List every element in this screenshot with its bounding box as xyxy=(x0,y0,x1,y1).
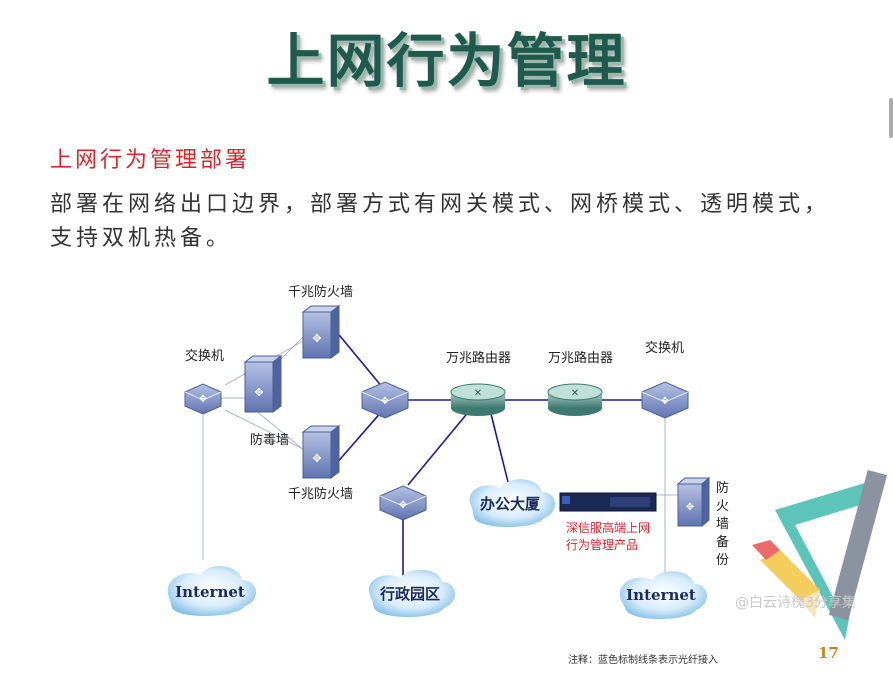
cloud-label-internet-right: Internet xyxy=(626,586,696,604)
label-switch-left: 交换机 xyxy=(185,348,224,364)
antivirus-wall-icon: ✥ xyxy=(243,355,283,413)
description-text: 部署在网络出口边界，部署方式有网关模式、网桥模式、透明模式，支持双机热备。 xyxy=(50,192,831,251)
svg-text:✥: ✥ xyxy=(254,386,263,399)
svg-text:✥: ✥ xyxy=(199,394,207,405)
label-firewall-top: 千兆防火墙 xyxy=(288,284,353,300)
firewall-top-icon: ✥ xyxy=(301,305,341,359)
svg-text:✕: ✕ xyxy=(474,388,482,399)
section-subtitle: 上网行为管理部署 xyxy=(50,148,251,173)
scrollbar-thumb[interactable] xyxy=(889,98,893,138)
svg-text:✕: ✕ xyxy=(571,388,579,399)
cloud-internet-left: Internet xyxy=(167,565,257,617)
label-switch-right: 交换机 xyxy=(645,340,684,356)
diagram-note: 注释：蓝色标制线条表示光纤接入 xyxy=(568,653,718,666)
router-2-icon: ✕ xyxy=(547,383,603,416)
backup-firewall-icon: ✥ xyxy=(676,476,711,528)
svg-text:✥: ✥ xyxy=(661,396,669,407)
label-product-2: 行为管理产品 xyxy=(566,537,638,552)
ruler-pencil-decoration xyxy=(752,469,888,640)
label-firewall-bottom: 千兆防火墙 xyxy=(288,486,353,502)
cloud-label-admin-area: 行政园区 xyxy=(379,585,440,603)
label-antivirus: 防毒墙 xyxy=(250,432,289,448)
svg-text:✥: ✥ xyxy=(399,500,407,511)
cloud-office-building: 办公大厦 xyxy=(469,479,556,527)
label-router-2: 万兆路由器 xyxy=(548,350,613,366)
svg-text:✥: ✥ xyxy=(312,452,321,465)
cloud-internet-right: Internet xyxy=(619,571,708,619)
core-switch-icon: ✥ xyxy=(361,381,409,419)
switch-left-icon: ✥ xyxy=(184,383,222,415)
svg-text:✥: ✥ xyxy=(312,332,321,345)
watermark-text: @白云诗槐3分享集 xyxy=(735,595,856,611)
label-product-1: 深信服高端上网 xyxy=(566,520,650,535)
label-firewall-backup: 防 火 墙 备 份 xyxy=(716,480,733,568)
cloud-admin-area: 行政园区 xyxy=(368,569,456,617)
admin-switch-icon: ✥ xyxy=(379,485,427,521)
fiber-links xyxy=(334,329,642,578)
svg-text:✥: ✥ xyxy=(381,396,389,407)
cloud-label-office-building: 办公大厦 xyxy=(480,495,541,513)
cloud-label-internet-left: Internet xyxy=(175,583,245,601)
svg-text:✥: ✥ xyxy=(686,502,694,513)
firewall-bottom-icon: ✥ xyxy=(301,425,341,479)
label-router-1: 万兆路由器 xyxy=(446,350,511,366)
page-number: 17 xyxy=(818,644,839,662)
behavior-management-appliance-icon xyxy=(559,492,657,512)
switch-right-icon: ✥ xyxy=(641,381,689,419)
page-title: 上网行为管理 xyxy=(266,27,627,95)
router-1-icon: ✕ xyxy=(450,383,506,416)
